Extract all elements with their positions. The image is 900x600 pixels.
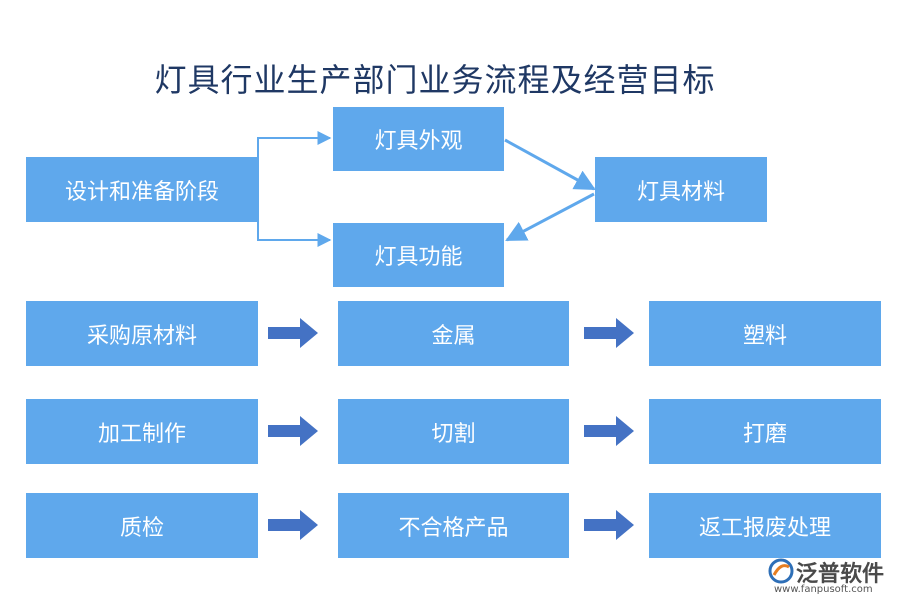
item-box-plastic: 塑料 <box>649 301 881 366</box>
brand-name: 泛普软件 <box>796 562 885 587</box>
brand-logo: 泛普软件 www.fanpusoft.com <box>768 554 894 598</box>
item-box-polishing: 打磨 <box>649 399 881 464</box>
block-arrow-row1-a <box>268 318 318 348</box>
block-arrow-row2-a <box>268 416 318 446</box>
step-box-inspection: 质检 <box>26 493 258 558</box>
item-box-defective: 不合格产品 <box>338 493 569 558</box>
connector-appearance-to-material <box>504 138 596 191</box>
item-box-cutting: 切割 <box>338 399 569 464</box>
step-box-purchase: 采购原材料 <box>26 301 258 366</box>
brand-url: www.fanpusoft.com <box>774 584 873 595</box>
connector-design-to-appearance <box>257 131 332 188</box>
function-box: 灯具功能 <box>333 223 504 287</box>
block-arrow-row2-b <box>584 416 634 446</box>
brand-mark-icon <box>768 558 794 584</box>
item-box-rework: 返工报废处理 <box>649 493 881 558</box>
material-box: 灯具材料 <box>595 157 767 222</box>
page-title: 灯具行业生产部门业务流程及经营目标 <box>154 61 716 99</box>
item-box-metal: 金属 <box>338 301 569 366</box>
block-arrow-row1-b <box>584 318 634 348</box>
step-box-processing: 加工制作 <box>26 399 258 464</box>
appearance-box: 灯具外观 <box>333 107 504 171</box>
connector-material-to-function <box>505 192 595 242</box>
connector-design-to-function <box>257 188 332 247</box>
block-arrow-row3-a <box>268 510 318 540</box>
design-stage-box: 设计和准备阶段 <box>26 157 258 222</box>
block-arrow-row3-b <box>584 510 634 540</box>
